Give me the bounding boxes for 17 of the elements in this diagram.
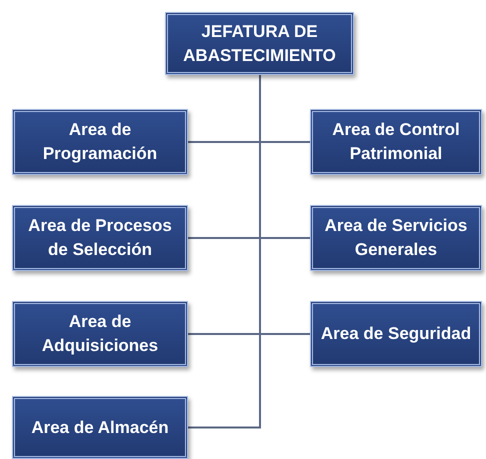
box-label: Area de Servicios Generales <box>324 215 468 261</box>
box-label: Area de Seguridad <box>320 323 472 345</box>
department-box <box>12 301 188 367</box>
box-label: Area de Control Patrimonial <box>331 119 461 165</box>
department-box <box>12 205 188 271</box>
box-label: Area de Adquisiciones <box>40 311 160 357</box>
box-label: JEFATURA DE ABASTECIMIENTO <box>182 20 337 66</box>
department-box <box>12 109 188 175</box>
department-box <box>310 205 482 271</box>
connector-line <box>188 75 261 428</box>
box-label: Area de Programación <box>42 119 158 165</box>
department-box <box>310 301 482 367</box>
box-label: Area de Almacén <box>30 416 170 438</box>
head-box <box>165 12 354 75</box>
department-box <box>310 109 482 175</box>
department-box <box>12 396 188 459</box>
box-label: Area de Procesos de Selección <box>27 215 173 261</box>
